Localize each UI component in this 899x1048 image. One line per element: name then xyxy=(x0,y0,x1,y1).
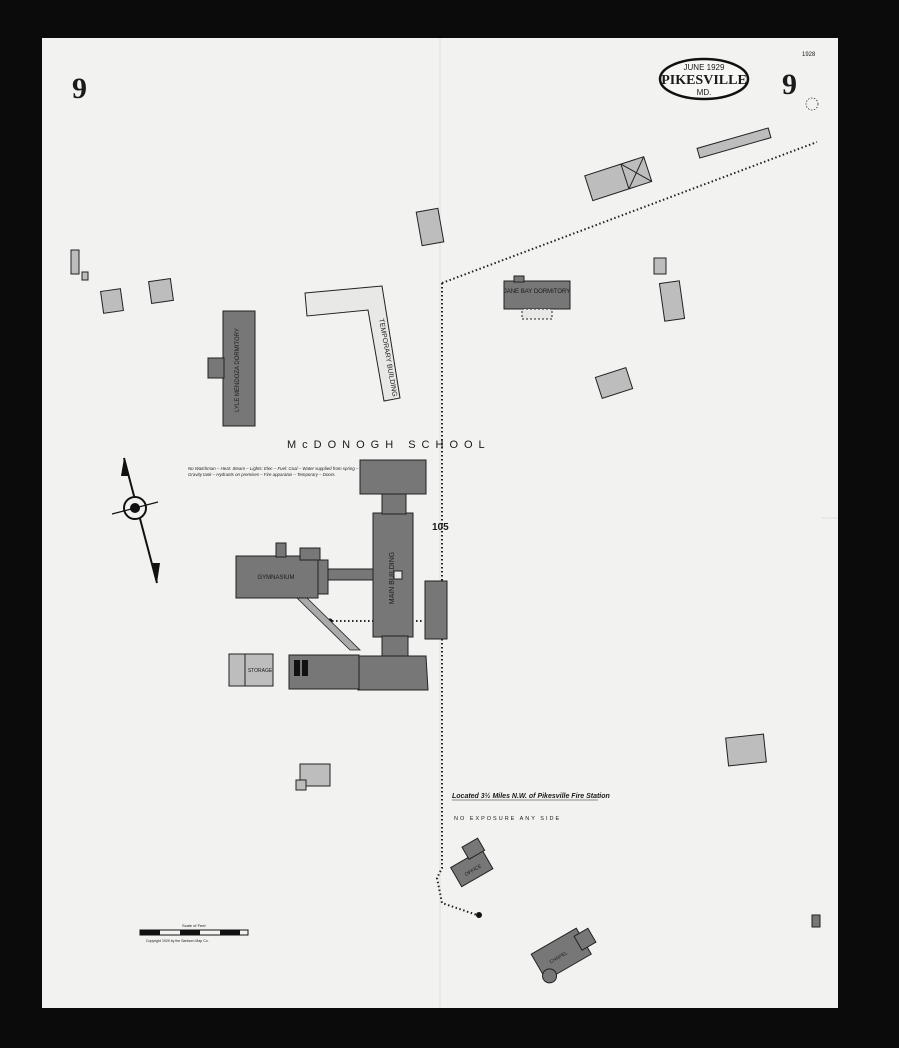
label-lyle-mendoza: LYLE MENDOZA DORMITORY xyxy=(235,328,241,412)
exposure-note: NO EXPOSURE ANY SIDE xyxy=(454,816,561,822)
label-main-building: MAIN BUILDING xyxy=(389,552,396,605)
building-storage: STORAGE xyxy=(228,653,274,687)
scale-bar: Scale of Feet Copyright 1929 by the Sanb… xyxy=(139,923,249,943)
building-office: OFFICE xyxy=(449,837,494,888)
location-note: Located 3½ Miles N.W. of Pikesville Fire… xyxy=(452,792,610,800)
building-main: MAIN BUILDING 105 xyxy=(357,459,449,691)
fire-protection-note: No Watchman – Heat: Steam – Lights: Elec… xyxy=(188,466,359,477)
key-circle-icon xyxy=(805,97,819,111)
building-northeast xyxy=(696,127,772,159)
label-storage: STORAGE xyxy=(248,668,273,674)
building-lyle-mendoza-dormitory: LYLE MENDOZA DORMITORY xyxy=(207,310,256,427)
block-number: 105 xyxy=(432,522,449,533)
scale-label: Scale of Feet xyxy=(182,923,206,928)
building-small-north xyxy=(415,207,445,247)
label-jane-bay: JANE BAY DORMITORY xyxy=(504,289,571,295)
building-boiler xyxy=(288,654,360,690)
corridor-gym xyxy=(326,568,374,581)
sheet-number-right: 9 xyxy=(782,68,797,101)
label-gymnasium: GYMNASIUM xyxy=(257,575,294,581)
school-label: McDONOGH SCHOOL xyxy=(287,439,491,451)
building-south-cottage xyxy=(299,763,331,787)
building-cottage-2 xyxy=(148,278,174,304)
title-date: JUNE 1929 xyxy=(684,63,725,72)
building-small-west-2 xyxy=(81,271,89,281)
building-barn xyxy=(584,156,653,202)
covered-walk xyxy=(296,597,361,651)
building-south-shed xyxy=(295,779,307,791)
fire-protection-note-wrap: No Watchman – Heat: Steam – Lights: Elec… xyxy=(188,466,359,477)
corner-code: 1928 xyxy=(802,52,816,58)
building-small-ne xyxy=(653,257,667,275)
copyright: Copyright 1929 by the Sanborn Map Co. xyxy=(146,939,209,943)
building-east-cottage xyxy=(594,366,634,400)
building-chapel: CHAPEL xyxy=(530,927,597,984)
title-place: PIKESVILLE xyxy=(661,73,747,88)
map-sheet: 9 9 1928 JUNE 1929 PIKESVILLE MD. JANE B… xyxy=(42,38,838,1008)
compass-rose-icon xyxy=(111,457,160,584)
building-southeast-cottage xyxy=(725,733,767,767)
building-small-marker xyxy=(811,914,821,928)
building-ne-shed xyxy=(658,280,686,322)
hydrant-icon xyxy=(476,912,482,918)
title-state: MD. xyxy=(697,88,712,97)
title-box: JUNE 1929 PIKESVILLE MD. xyxy=(658,57,750,101)
building-small-west-1 xyxy=(70,249,80,275)
building-cottage-1 xyxy=(100,288,124,314)
building-jane-bay-dormitory: JANE BAY DORMITORY xyxy=(503,275,571,320)
building-gymnasium: GYMNASIUM xyxy=(235,542,329,599)
building-temporary: TEMPORARY BUILDING xyxy=(304,285,401,402)
building-east-wing xyxy=(424,580,448,640)
sheet-number-left: 9 xyxy=(72,72,87,105)
map-canvas: 9 9 1928 JUNE 1929 PIKESVILLE MD. JANE B… xyxy=(70,38,838,1008)
